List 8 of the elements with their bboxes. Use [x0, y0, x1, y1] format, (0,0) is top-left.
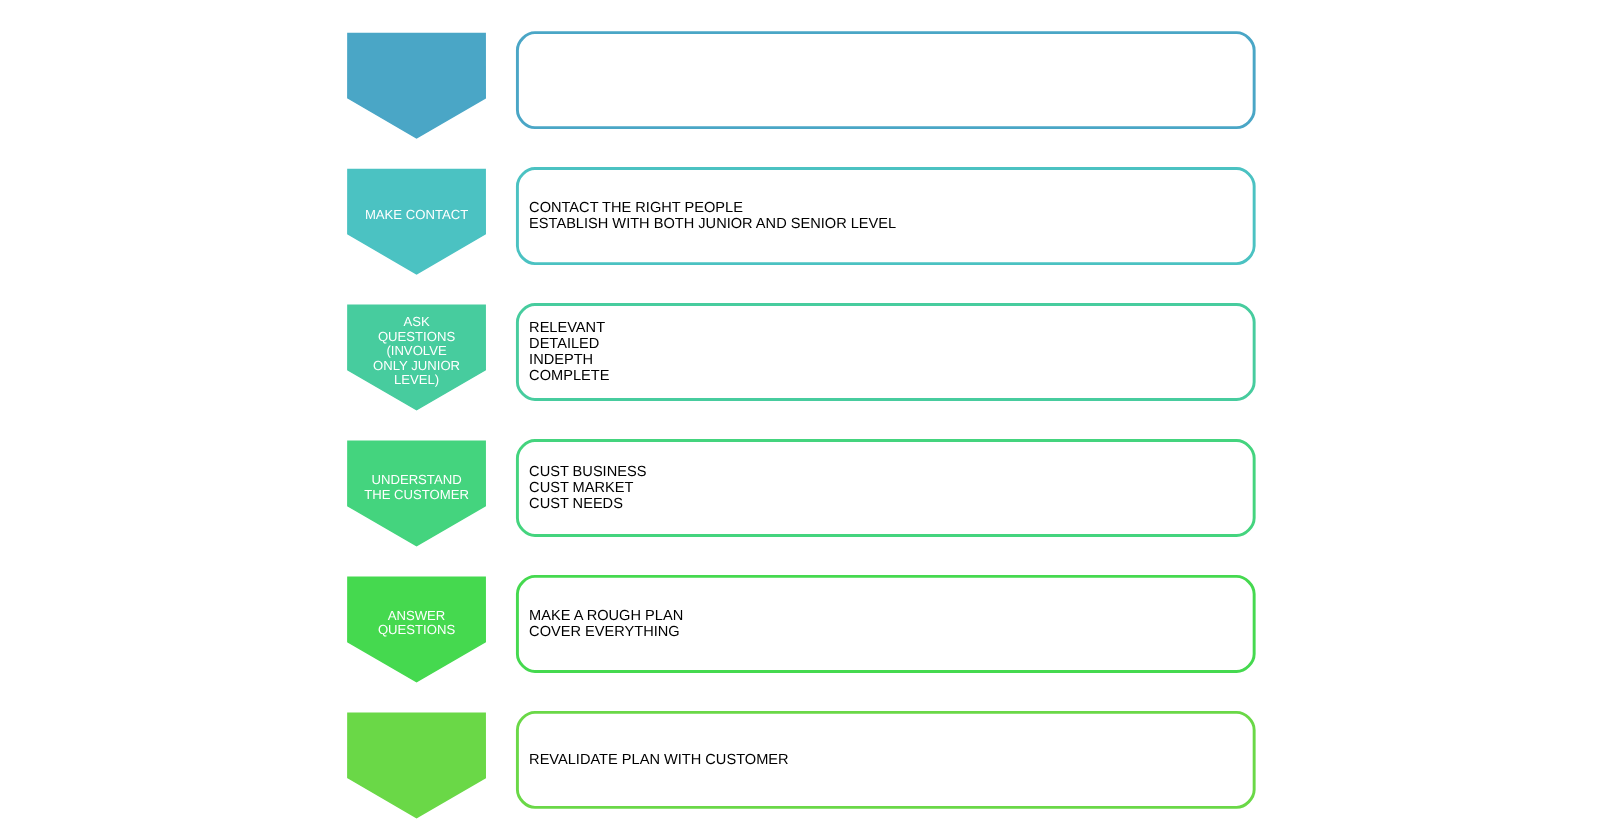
- node-box: CONTACT THE RIGHT PEOPLE ESTABLISH WITH BOTH JUNIOR AND SENIOR LEVEL: [514, 167, 1255, 266]
- node-chevron: [346, 32, 485, 139]
- node-box: REVALIDATE PLAN WITH CUSTOMER: [514, 710, 1255, 809]
- node-box: MAKE A ROUGH PLAN COVER EVERYTHING: [514, 574, 1255, 673]
- node-chevron: [346, 712, 485, 819]
- node-box: CUST BUSINESS CUST MARKET CUST NEEDS: [514, 439, 1255, 537]
- node-box: [514, 31, 1255, 130]
- node-box: RELEVANT DETAILED INDEPTH COMPLETE: [514, 303, 1255, 401]
